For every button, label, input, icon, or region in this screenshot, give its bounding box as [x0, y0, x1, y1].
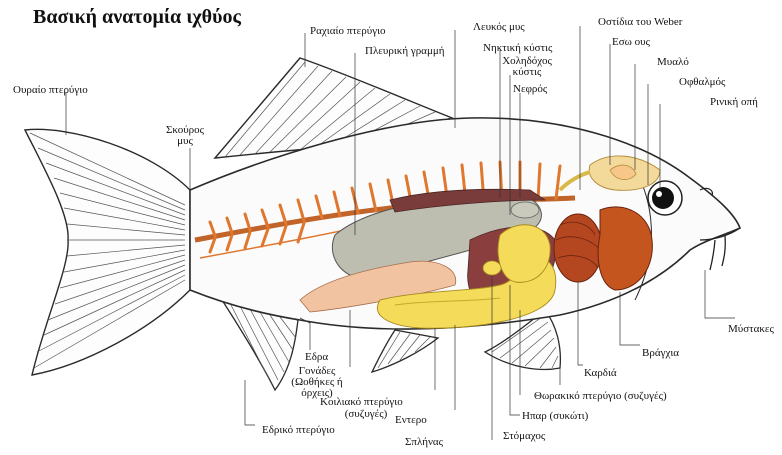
- label-inner-ear: Εσω ους: [612, 36, 650, 48]
- label-pelvic-fin-line2: (συζυγές): [344, 408, 388, 420]
- leader-lines: [65, 26, 735, 440]
- diagram-title: Βασική ανατομία ιχθύος: [33, 6, 241, 28]
- label-spleen: Σπλήνας: [405, 436, 444, 448]
- intestine-inner: [394, 297, 501, 306]
- caudal-fin: [23, 128, 191, 376]
- label-swim-bladder: Νηκτική κύστις: [483, 42, 553, 54]
- label-caudal-fin: Ουραίο πτερύγιο: [13, 84, 88, 96]
- mouth: [699, 227, 741, 241]
- label-pectoral-fin: Θωρακικό πτερύγιο (συζυγές): [534, 390, 667, 402]
- label-gall-bladder-line2: κύστις: [512, 66, 542, 78]
- label-gall-bladder-line1: Χοληδόχος: [502, 55, 552, 67]
- anal-fin: [220, 298, 299, 392]
- label-heart: Καρδιά: [584, 367, 617, 379]
- label-lateral-line: Πλευρική γραμμή: [365, 45, 445, 57]
- label-pelvic-fin-line1: Κοιλιακό πτερύγιο: [320, 396, 403, 408]
- gonads: [299, 260, 457, 313]
- label-weberian-ossicles: Οστίδια του Weber: [598, 16, 683, 28]
- kidney: [389, 188, 547, 213]
- spleen: [482, 260, 502, 276]
- label-gonads-line3: όρχεις): [301, 387, 333, 399]
- eye: [647, 180, 683, 216]
- label-intestine: Εντερο: [395, 414, 427, 426]
- pelvic-fin: [370, 329, 440, 374]
- weberian-ossicles: [558, 170, 591, 192]
- label-dorsal-fin: Ραχιαίο πτερύγιο: [310, 25, 386, 37]
- label-nostril: Ρινική οπή: [710, 96, 758, 108]
- label-stomach: Στόμαχος: [503, 430, 546, 442]
- label-anus: Εδρα: [305, 351, 329, 363]
- label-gonads-line1: Γονάδες: [298, 365, 336, 377]
- inner-ear: [609, 164, 637, 180]
- gills: [597, 206, 653, 291]
- label-white-muscle: Λευκός μυς: [473, 21, 525, 33]
- barbels: [709, 235, 726, 271]
- label-kidney: Νεφρός: [513, 83, 548, 95]
- label-anal-fin: Εδρικό πτερύγιο: [262, 424, 335, 436]
- label-dark-muscle-line2: μυς: [177, 135, 193, 147]
- label-eye: Οφθαλμός: [679, 76, 726, 88]
- label-gills: Βράγχια: [642, 347, 680, 359]
- label-dark-muscle-line1: Σκούρος: [166, 124, 204, 136]
- gall-bladder: [510, 201, 540, 219]
- intestine: [377, 252, 557, 329]
- label-barbels: Μύστακες: [728, 323, 774, 335]
- label-brain: Μυαλό: [657, 56, 689, 68]
- label-gonads-line2: (Ωοθήκες ή: [291, 376, 343, 388]
- label-liver: Ηπαρ (συκώτι): [522, 410, 589, 422]
- nostril: [699, 187, 713, 197]
